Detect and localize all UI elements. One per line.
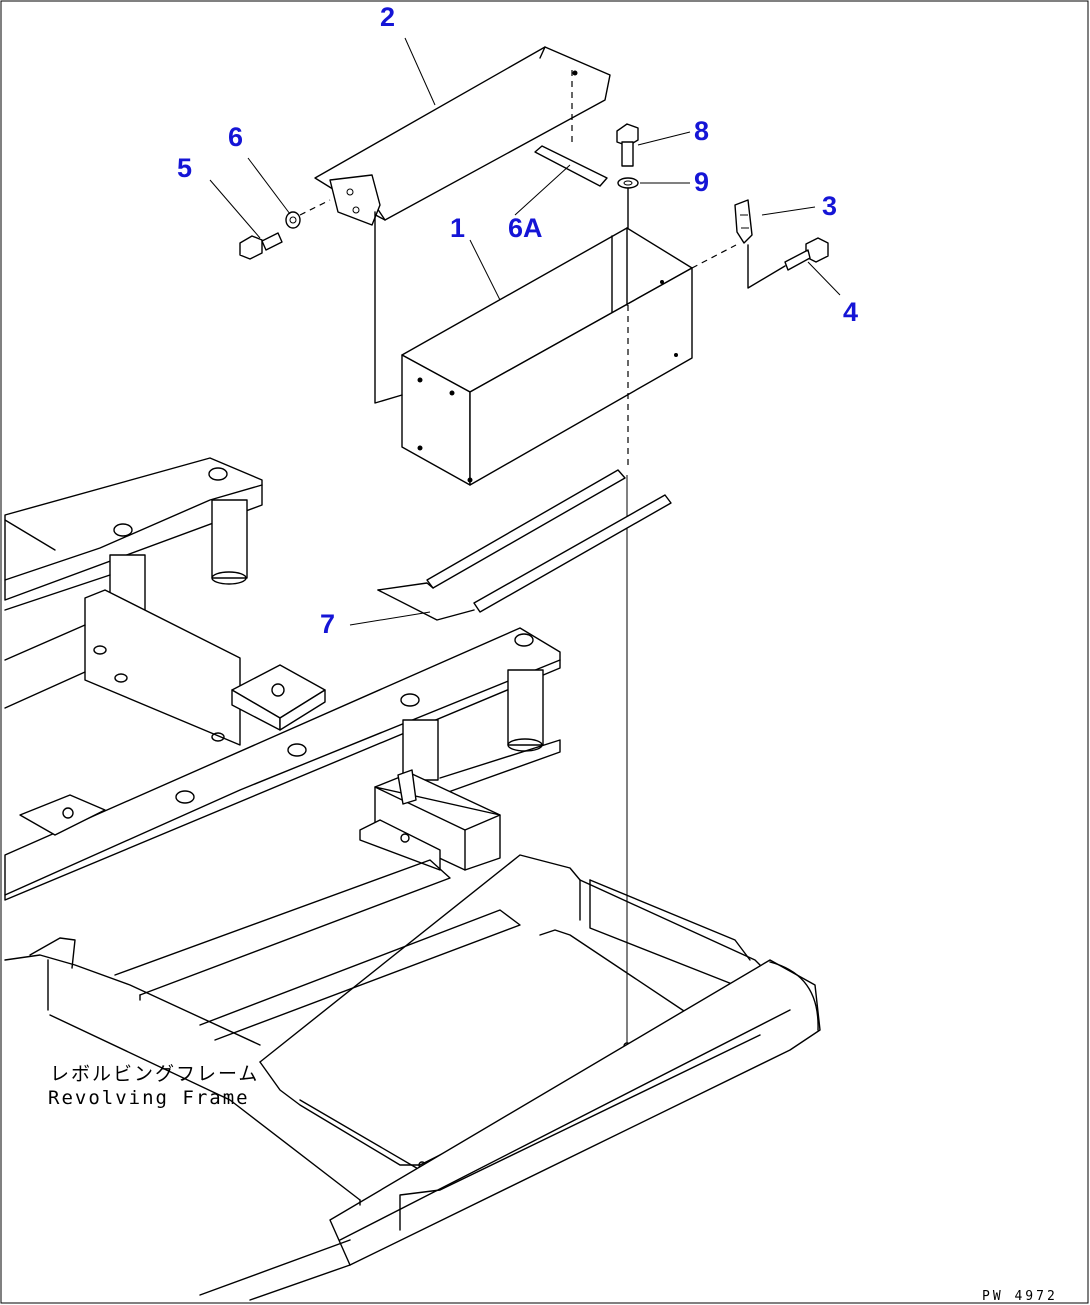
part-3-clip: [734, 199, 753, 244]
callout-9: 9: [694, 167, 709, 197]
drawing-code: PW_4972: [982, 1289, 1058, 1304]
callout-3: 3: [822, 191, 837, 221]
part-9-washer: [617, 177, 639, 189]
part-2-cover: [314, 46, 611, 226]
bolt-4-line: [747, 244, 786, 289]
part-5-bolt: [239, 232, 283, 260]
part-6a-strip: [534, 145, 608, 187]
callout-5: 5: [177, 153, 192, 183]
callout-6: 6: [228, 122, 243, 152]
bolt-5-axis: [299, 199, 331, 216]
revolving-frame: [4, 457, 821, 1301]
callout-6a: 6A: [508, 213, 543, 243]
part-4-bolt: [784, 237, 829, 271]
callout-1: 1: [450, 213, 465, 243]
cover-to-box-line: [374, 211, 403, 404]
part-1-box: [401, 227, 693, 486]
leader-lines: [209, 37, 841, 626]
part-7-strips: [377, 469, 672, 621]
part-6-washer: [285, 211, 301, 229]
callout-4: 4: [843, 297, 858, 327]
part-8-bolt: [616, 123, 639, 167]
callout-7: 7: [320, 609, 335, 639]
frame-label-japanese: レボルビングフレーム: [50, 1063, 259, 1085]
clip-to-box-line: [691, 244, 737, 269]
callout-8: 8: [694, 116, 709, 146]
callout-2: 2: [380, 2, 395, 32]
frame-label-english: Revolving Frame: [48, 1087, 250, 1109]
